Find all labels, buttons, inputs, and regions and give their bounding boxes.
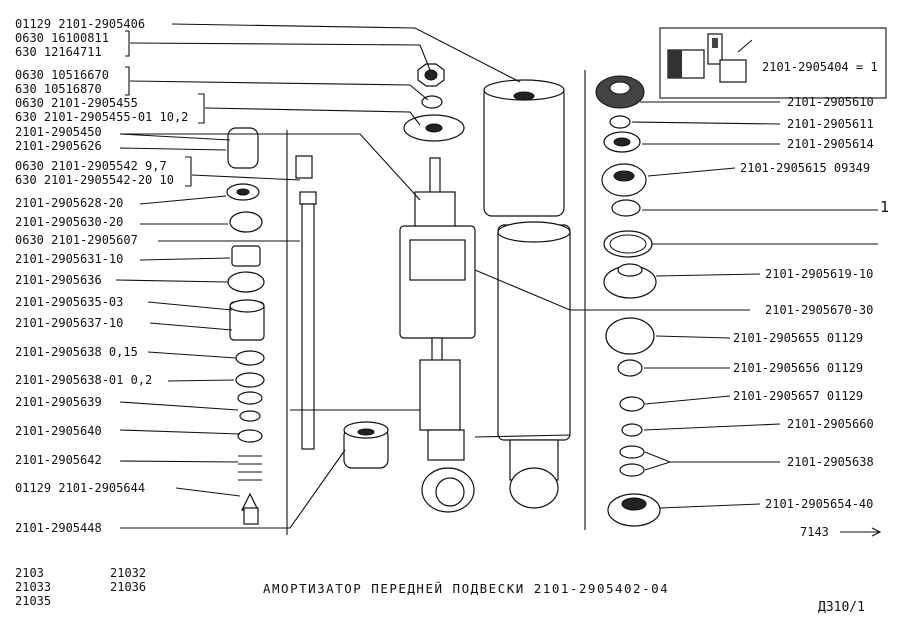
label-0630-16100811: 0630 16100811: [15, 31, 109, 45]
model-21032: 21032: [110, 566, 147, 580]
label-0630-2101-2905607: 0630 2101-2905607: [15, 233, 138, 247]
label-2101-2905638-right: 2101-2905638: [787, 455, 874, 469]
label-2101-2905642: 2101-2905642: [15, 453, 102, 467]
label-2101-2905670-30: 2101-2905670-30: [765, 303, 874, 317]
label-0630-2101-2905455: 0630 2101-2905455: [15, 96, 138, 110]
label-01129-2101-2905406: 01129 2101-2905406: [15, 17, 146, 31]
label-2101-2905450: 2101-2905450: [15, 125, 102, 139]
label-0630-10516670: 0630 10516670: [15, 68, 109, 82]
label-630-12164711: 630 12164711: [15, 45, 102, 59]
model-2103: 2103: [15, 566, 44, 580]
parts-top-middle: [403, 63, 465, 142]
label-2101-2905628-20: 2101-2905628-20: [15, 196, 124, 210]
label-2101-2905404: 2101-2905404 = 1: [762, 60, 878, 74]
label-2101-2905655: 2101-2905655 01129: [733, 331, 864, 345]
label-7143: 7143: [800, 525, 829, 539]
label-2101-2905614: 2101-2905614: [787, 137, 874, 151]
label-2101-2905631-10: 2101-2905631-10: [15, 252, 124, 266]
label-630-2101-2905542-20: 630 2101-2905542-20 10: [15, 173, 174, 187]
label-2101-2905611: 2101-2905611: [787, 117, 874, 131]
label-2101-2905619-10: 2101-2905619-10: [765, 267, 874, 281]
model-21035: 21035: [15, 594, 52, 608]
label-2101-2905640: 2101-2905640: [15, 424, 102, 438]
label-630-2101-2905455-01: 630 2101-2905455-01 10,2: [15, 110, 189, 124]
label-2101-2905637-10: 2101-2905637-10: [15, 316, 124, 330]
label-2101-2905638-01-02: 2101-2905638-01 0,2: [15, 373, 153, 387]
label-2101-2905635-03: 2101-2905635-03: [15, 295, 124, 309]
label-1: 1: [880, 198, 890, 216]
label-2101-2905639: 2101-2905639: [15, 395, 102, 409]
model-21033: 21033: [15, 580, 52, 594]
label-2101-2905630-20: 2101-2905630-20: [15, 215, 124, 229]
label-2101-2905626: 2101-2905626: [15, 139, 102, 153]
label-2101-2905636: 2101-2905636: [15, 273, 102, 287]
parts-right: [595, 75, 661, 527]
diagram-title: АМОРТИЗАТОР ПЕРЕДНЕЙ ПОДВЕСКИ 2101-29054…: [263, 581, 670, 596]
label-2101-2905638-015: 2101-2905638 0,15: [15, 345, 138, 359]
lower-casing: [497, 221, 571, 509]
label-630-10516870: 630 10516870: [15, 82, 102, 96]
silentblock: [343, 421, 389, 469]
label-2101-2905660: 2101-2905660: [787, 417, 874, 431]
label-2101-2905615: 2101-2905615 09349: [740, 161, 871, 175]
page-code: Д310/1: [818, 600, 865, 615]
leader-lines-right: [474, 101, 882, 537]
label-2101-2905654-40: 2101-2905654-40: [765, 497, 874, 511]
dust-cover: [483, 79, 565, 217]
shock-absorber-assembly: [399, 157, 476, 513]
parts-left: [226, 127, 265, 525]
kit-inset-frame: [659, 27, 887, 99]
leader-lines-left: [115, 23, 521, 529]
label-2101-2905610: 2101-2905610: [787, 95, 874, 109]
label-2101-2905657: 2101-2905657 01129: [733, 389, 864, 403]
kit-pictogram: [667, 33, 753, 83]
label-0630-2101-2905542: 0630 2101-2905542 9,7: [15, 159, 167, 173]
label-2101-2905448: 2101-2905448: [15, 521, 102, 535]
model-21036: 21036: [110, 580, 147, 594]
label-01129-2101-2905644: 01129 2101-2905644: [15, 481, 146, 495]
piston-rod: [295, 155, 317, 450]
label-2101-2905656: 2101-2905656 01129: [733, 361, 864, 375]
